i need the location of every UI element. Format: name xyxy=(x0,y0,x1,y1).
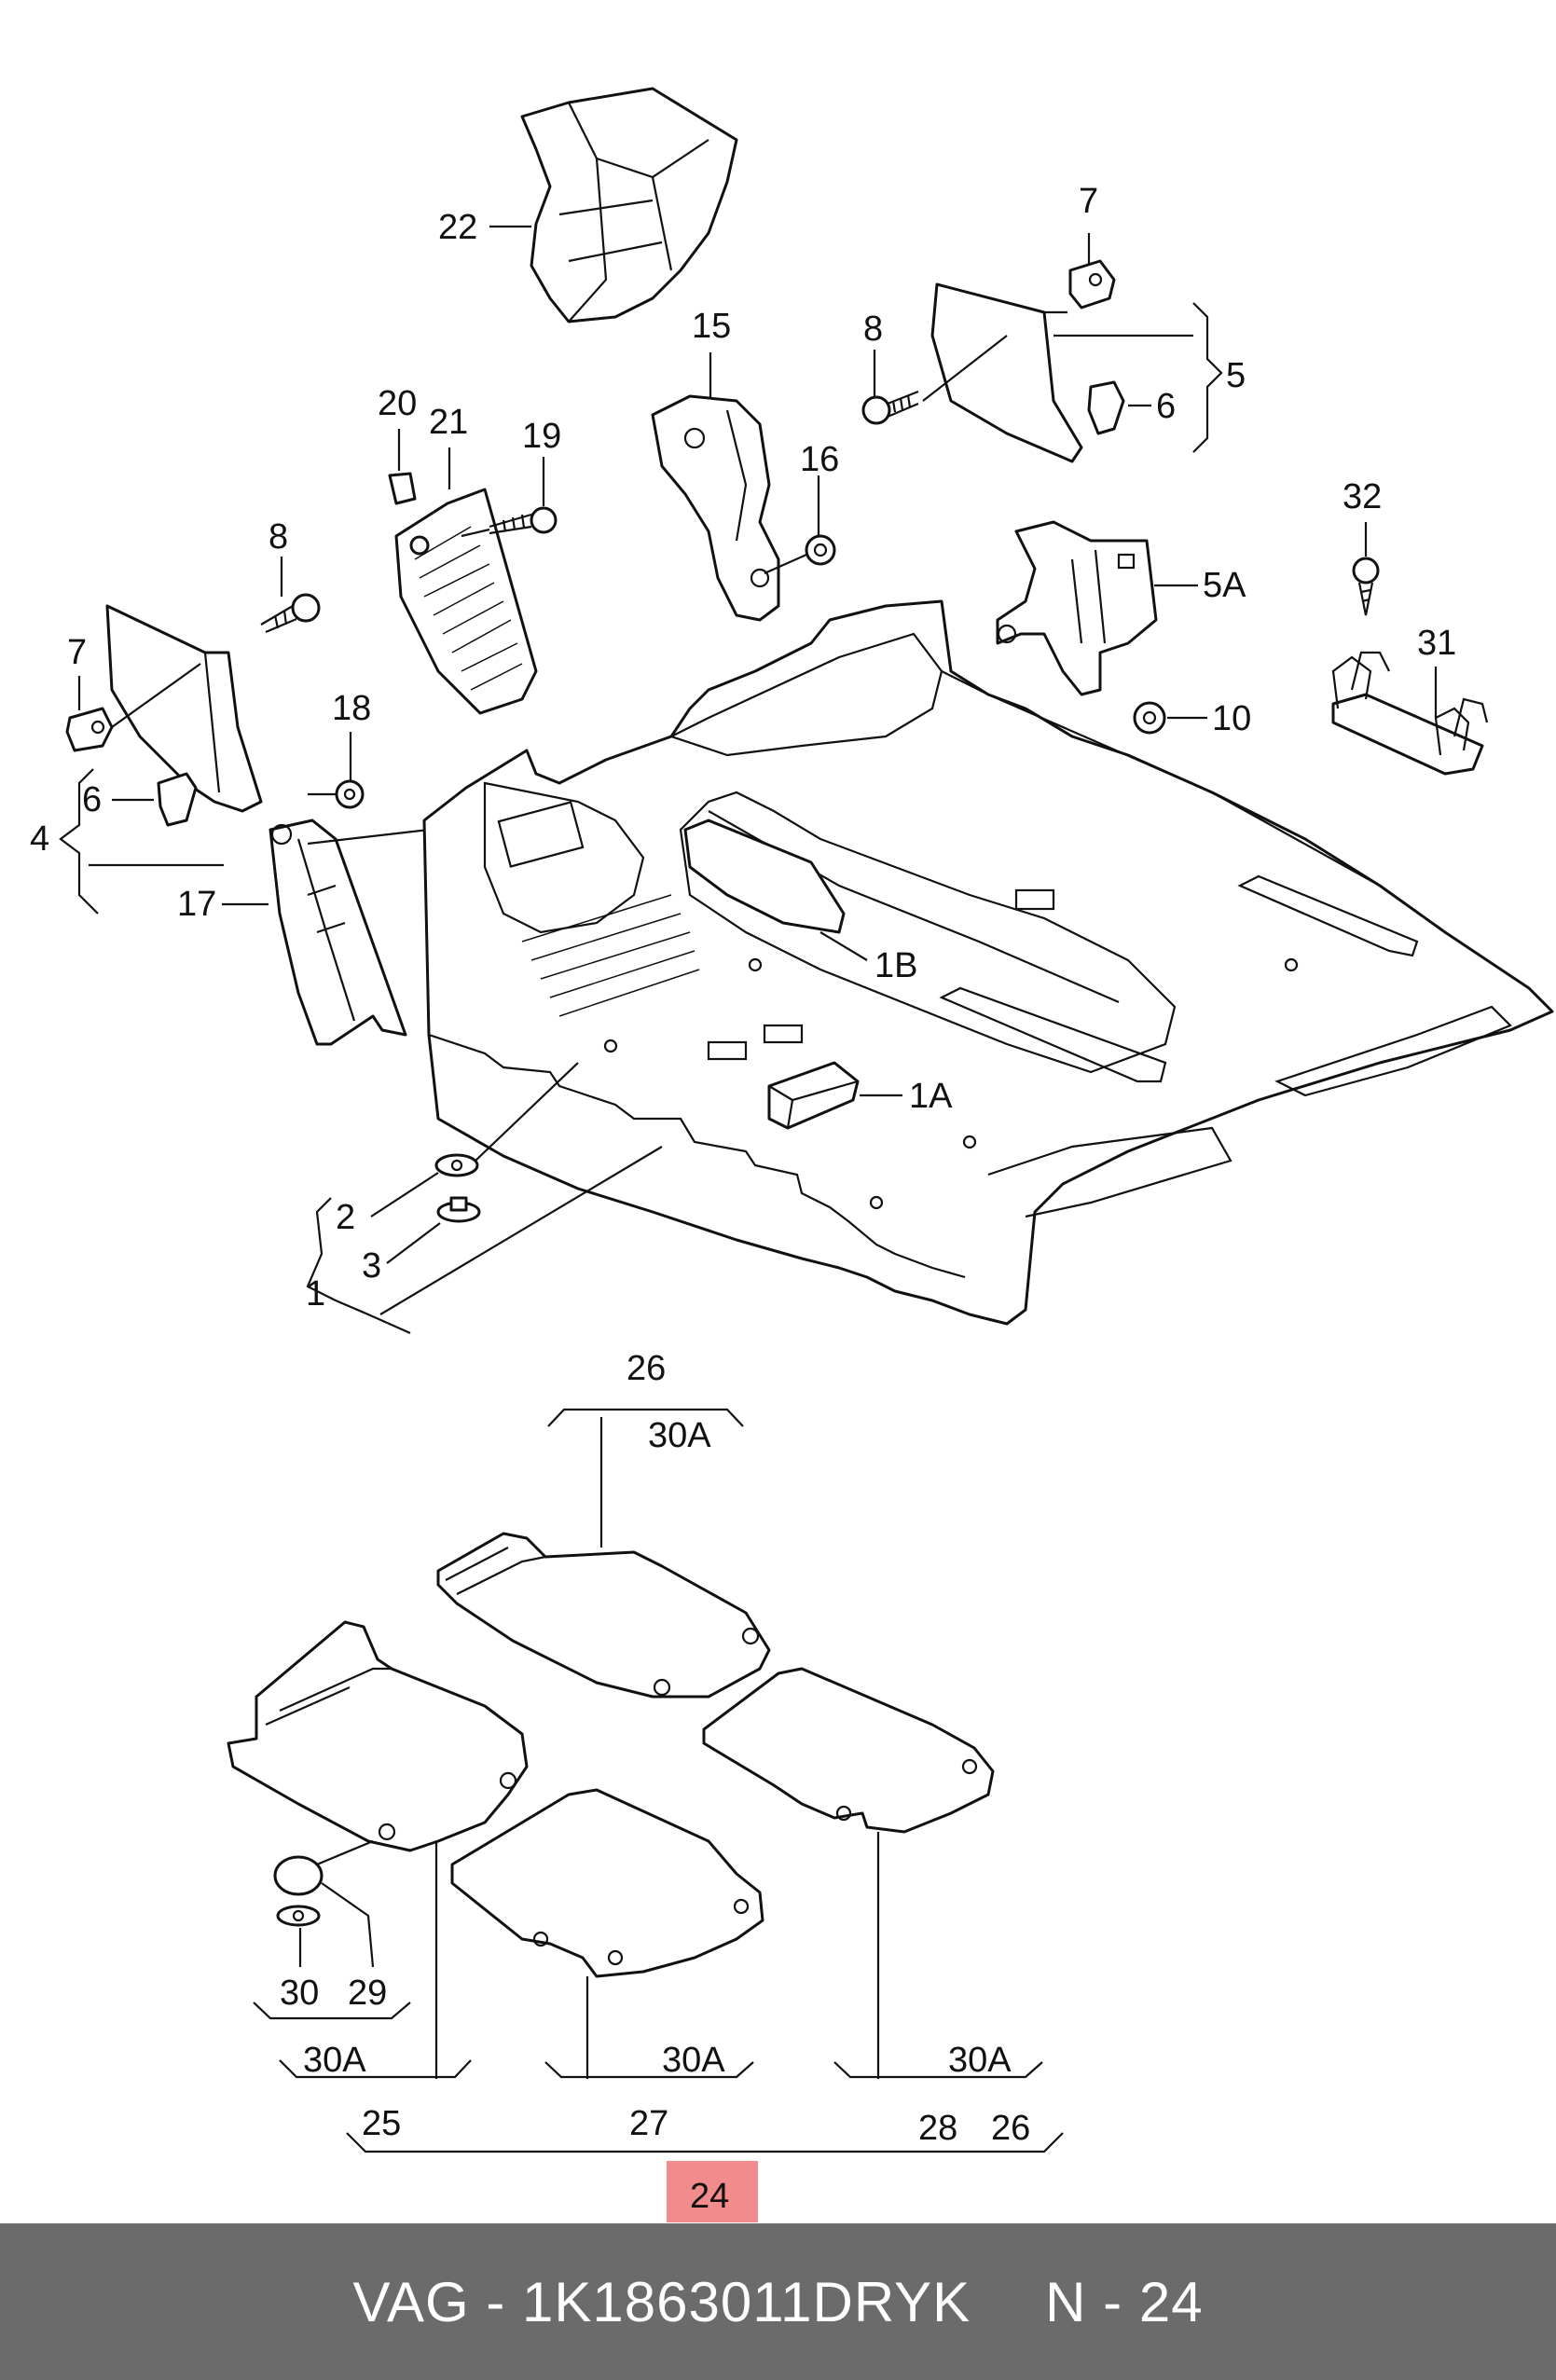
label-25: 25 xyxy=(362,2104,401,2143)
label-6-right: 6 xyxy=(1156,387,1176,426)
label-7-left: 7 xyxy=(67,633,87,672)
part-3-plug xyxy=(436,1196,481,1223)
mat-28 xyxy=(702,1667,995,1834)
part-1-floor-carpet xyxy=(422,599,1554,1326)
part-19-screw xyxy=(461,506,558,538)
footer-brand: VAG xyxy=(352,2270,470,2333)
part-8-screw-left xyxy=(260,593,321,634)
label-6-left: 6 xyxy=(82,780,102,819)
part-2-grommet xyxy=(434,1153,479,1177)
part-29-fastener-top xyxy=(273,1855,324,1896)
label-8-right: 8 xyxy=(863,310,883,349)
footer-bar: VAG - 1K1863011DRYK N - 24 xyxy=(0,2223,1556,2380)
label-1: 1 xyxy=(306,1274,325,1314)
mat-25 xyxy=(227,1620,529,1852)
part-30-fastener-base xyxy=(276,1905,321,1927)
label-18: 18 xyxy=(332,689,371,728)
label-19: 19 xyxy=(522,417,561,456)
label-1b: 1B xyxy=(874,946,917,985)
footer-separator: - xyxy=(486,2270,506,2333)
label-20: 20 xyxy=(378,384,417,423)
part-10-nut xyxy=(1133,701,1166,735)
mat-27 xyxy=(450,1788,764,1978)
part-18-nut xyxy=(308,779,365,809)
label-15: 15 xyxy=(692,307,731,346)
part-31-clip xyxy=(1331,651,1489,776)
label-21: 21 xyxy=(429,403,468,442)
part-21-footrest xyxy=(394,488,538,715)
part-15-bracket xyxy=(651,394,780,622)
label-5a: 5A xyxy=(1203,566,1246,605)
footer-part-number: 1K1863011DRYK xyxy=(522,2270,971,2333)
footer-position-label: N - 24 xyxy=(1045,2270,1204,2333)
parts-diagram: 22 15 16 7 5 6 8 5A xyxy=(30,87,1554,2222)
label-4: 4 xyxy=(30,819,49,859)
label-10: 10 xyxy=(1212,699,1251,738)
label-17: 17 xyxy=(177,885,216,924)
label-30a-top: 30A xyxy=(648,1416,711,1455)
label-8-left: 8 xyxy=(269,517,288,557)
part-20-clip xyxy=(388,472,417,505)
label-1a: 1A xyxy=(909,1077,953,1116)
label-26-top: 26 xyxy=(627,1349,666,1388)
label-30a-right: 30A xyxy=(948,2041,1012,2080)
label-22: 22 xyxy=(438,208,477,247)
part-8-screw-right xyxy=(861,390,919,425)
part-5-pillar-trim xyxy=(930,259,1125,463)
label-28: 28 xyxy=(918,2109,957,2148)
label-30: 30 xyxy=(280,1974,319,2013)
highlight-24 xyxy=(667,2161,758,2222)
label-5: 5 xyxy=(1226,356,1246,395)
label-31: 31 xyxy=(1417,624,1456,663)
part-1b-insert xyxy=(683,819,846,934)
part-17-bracket xyxy=(269,819,430,1046)
label-16: 16 xyxy=(800,440,839,479)
part-16-nut xyxy=(764,534,836,575)
label-24: 24 xyxy=(690,2177,729,2216)
part-5a-bracket xyxy=(996,520,1158,696)
part-32-screw xyxy=(1352,557,1380,616)
label-3: 3 xyxy=(362,1246,381,1286)
part-22-air-duct xyxy=(520,87,738,323)
label-30a-center: 30A xyxy=(662,2041,725,2080)
label-32: 32 xyxy=(1343,477,1382,516)
label-30a-left: 30A xyxy=(303,2041,366,2080)
part-4-pillar-trim xyxy=(65,604,263,827)
part-1a-block xyxy=(767,1061,860,1130)
mat-26 xyxy=(436,1532,771,1699)
label-2: 2 xyxy=(336,1198,355,1237)
label-29: 29 xyxy=(348,1974,387,2013)
label-7-right: 7 xyxy=(1079,182,1098,221)
label-26-bottom: 26 xyxy=(991,2109,1030,2148)
label-27: 27 xyxy=(629,2104,668,2143)
